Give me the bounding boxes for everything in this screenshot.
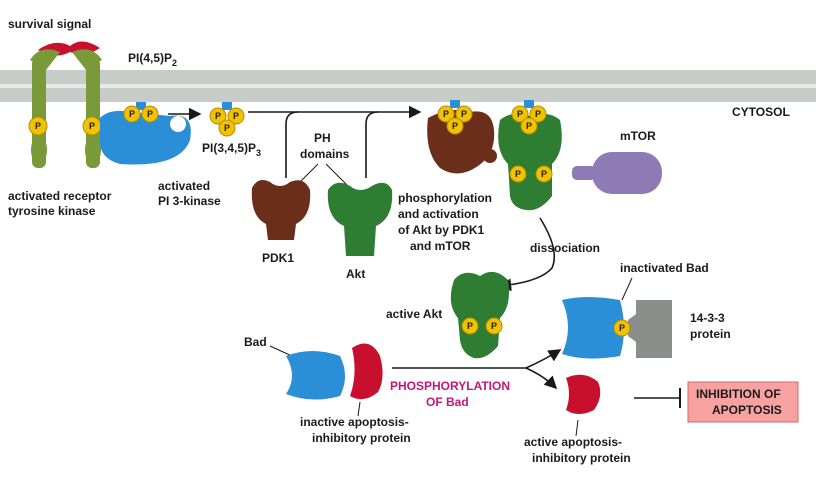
bad-pointer <box>269 345 293 357</box>
svg-text:P: P <box>515 169 521 179</box>
svg-text:P: P <box>535 109 541 119</box>
inactivated-bad-pointer <box>621 277 633 301</box>
svg-text:P: P <box>224 123 230 133</box>
bad-label: Bad <box>244 335 267 349</box>
svg-text:P: P <box>619 323 625 333</box>
pip3-molecule: P P P <box>209 102 245 137</box>
inactivated-bad-phosphate: P <box>613 319 631 337</box>
plasma-membrane <box>0 70 816 102</box>
akt-label: Akt <box>346 267 365 281</box>
active-protein-pointer <box>575 419 579 437</box>
inactivated-bad-label: inactivated Bad <box>620 261 709 275</box>
pip2-molecule: P P <box>123 102 159 123</box>
protein-14-3-3 <box>628 300 672 358</box>
arrow-dissociation <box>498 217 556 292</box>
svg-text:P: P <box>467 321 473 331</box>
phos-bad-label-line2: OF Bad <box>426 395 469 409</box>
akt-membrane-complex: P P P P P <box>498 100 562 211</box>
svg-text:P: P <box>526 121 532 131</box>
pip3-label: PI(3,4,5)P3 <box>202 141 261 158</box>
ph-domains-label-line1: PH <box>314 131 331 145</box>
arrow-pdk1-up <box>285 111 299 178</box>
receptor-tyrosine-kinase <box>30 49 102 168</box>
svg-text:P: P <box>215 111 221 121</box>
phos-label-line2: and activation <box>398 207 479 221</box>
inactivated-bad-protein <box>562 297 624 359</box>
phos-label-line3: of Akt by PDK1 <box>398 223 485 237</box>
svg-text:P: P <box>129 109 135 119</box>
pi3-kinase <box>99 110 191 165</box>
receptor-label-line2: tyrosine kinase <box>8 204 96 218</box>
inactive-apoptosis-inhibitory-protein <box>350 343 383 400</box>
inactive-protein-label-line2: inhibitory protein <box>312 431 411 445</box>
pdk1-label: PDK1 <box>262 251 294 265</box>
inhibition-label-line2: APOPTOSIS <box>712 403 782 417</box>
arrow-to-active-inhibitor <box>525 367 558 390</box>
mtor-protein <box>572 152 662 194</box>
active-protein-label-line1: active apoptosis- <box>524 435 622 449</box>
active-apoptosis-inhibitory-protein <box>566 374 601 414</box>
svg-text:P: P <box>517 109 523 119</box>
svg-text:P: P <box>233 111 239 121</box>
bad-protein <box>286 351 345 400</box>
svg-text:P: P <box>452 121 458 131</box>
active-akt-protein: P P <box>450 271 509 359</box>
receptor-phosphate-left: P <box>28 116 48 136</box>
svg-text:P: P <box>147 109 153 119</box>
inactive-protein-pointer <box>357 401 361 417</box>
pi3k-label-line1: activated <box>158 179 210 193</box>
svg-text:P: P <box>461 109 467 119</box>
svg-text:P: P <box>541 169 547 179</box>
receptor-phosphate-right: P <box>82 116 102 136</box>
ph-pointer-akt <box>325 163 349 187</box>
inactive-protein-label-line1: inactive apoptosis- <box>300 415 409 429</box>
svg-text:P: P <box>443 109 449 119</box>
pdk1-membrane-complex: P P P <box>427 100 497 174</box>
phos-label-line1: phosphorylation <box>398 191 492 205</box>
dissociation-label: dissociation <box>530 241 600 255</box>
akt-protein <box>327 182 393 256</box>
protein-1433-label-line1: 14-3-3 <box>690 311 725 325</box>
pi3k-label-line2: PI 3-kinase <box>158 194 221 208</box>
receptor-label-line1: activated receptor <box>8 189 112 203</box>
active-protein-label-line2: inhibitory protein <box>532 451 631 465</box>
arrow-to-inactivated-bad <box>525 349 562 369</box>
survival-signal-label: survival signal <box>8 17 91 31</box>
svg-text:P: P <box>491 321 497 331</box>
svg-text:P: P <box>89 121 95 131</box>
phos-label-line4: and mTOR <box>410 239 471 253</box>
ph-domains-label-line2: domains <box>300 147 350 161</box>
mtor-label: mTOR <box>620 129 656 143</box>
active-akt-label: active Akt <box>386 307 442 321</box>
arrow-akt-up <box>365 111 379 178</box>
pdk1-protein <box>251 180 311 240</box>
inhibition-of-apoptosis-box <box>687 381 799 423</box>
svg-text:P: P <box>35 121 41 131</box>
cytosol-label: CYTOSOL <box>732 105 790 119</box>
phos-bad-label-line1: PHOSPHORYLATION <box>390 379 510 393</box>
pip2-label: PI(4,5)P2 <box>128 51 177 68</box>
protein-1433-label-line2: protein <box>690 327 731 341</box>
inhibition-label-line1: INHIBITION OF <box>696 387 781 401</box>
